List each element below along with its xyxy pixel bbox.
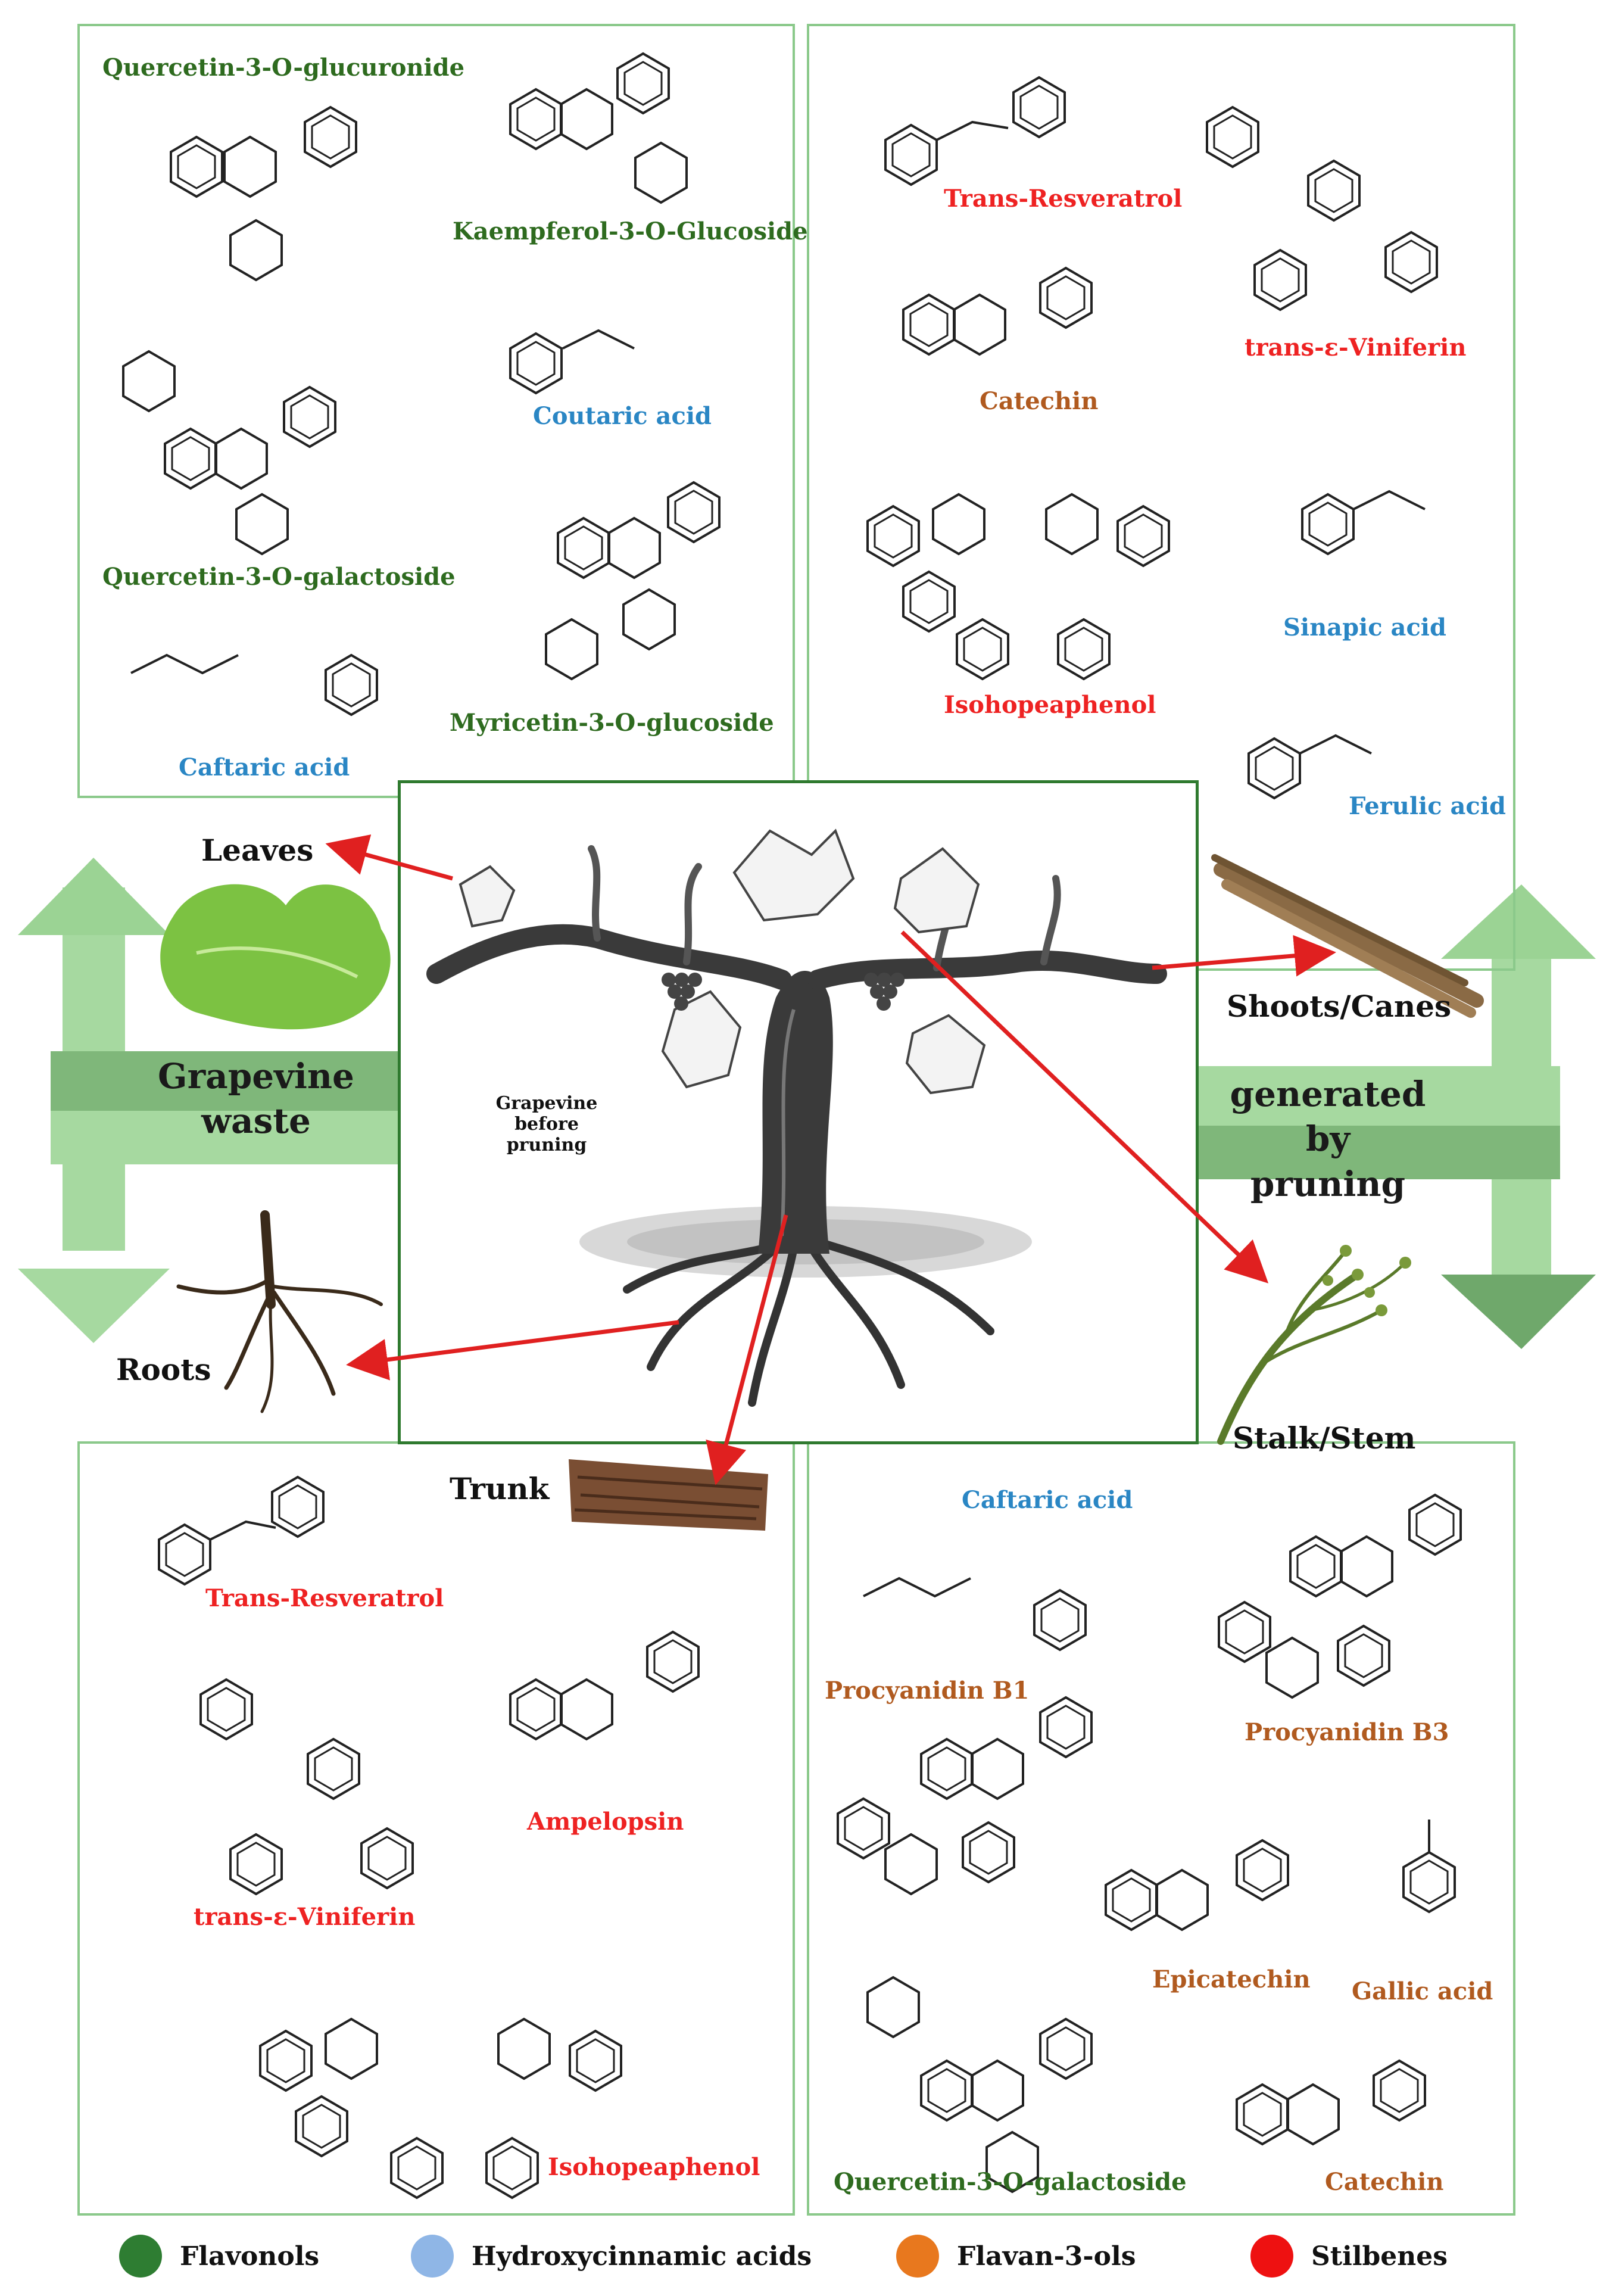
- left-arrow-line2: waste: [201, 1101, 311, 1142]
- mol-ferulic: [1247, 734, 1372, 799]
- legend-dot-stilbenes: [1250, 2235, 1293, 2278]
- label-roots: Roots: [116, 1352, 211, 1387]
- leaves-coutaric: Coutaric acid: [533, 402, 712, 430]
- label-trunk: Trunk: [450, 1471, 550, 1506]
- shoots-ferulic: Ferulic acid: [1349, 792, 1506, 820]
- trunk-resveratrol: Trans-Resveratrol: [205, 1584, 444, 1612]
- stalk-q3gal: Quercetin-3-O-galactoside: [834, 2168, 1187, 2196]
- grapevine-drawing: [426, 828, 1167, 1407]
- right-arrow-head-down: [1441, 1275, 1596, 1349]
- stalk-gallic: Gallic acid: [1352, 1977, 1493, 2005]
- leaves-q3gluc: Quercetin-3-O-glucuronide: [102, 54, 465, 82]
- mol-myricetin: [545, 481, 721, 680]
- mol-viniferin-shoots: [1206, 106, 1438, 311]
- mol-resveratrol-shoots: [884, 76, 1066, 186]
- mol-catechin-shoots: [902, 267, 1093, 356]
- legend-dot-hydroxycinnamic: [411, 2235, 454, 2278]
- trunk-viniferin: trans-ε-Viniferin: [194, 1903, 416, 1931]
- left-arrow-head-up: [18, 858, 170, 935]
- right-arrow-head-up: [1441, 884, 1596, 959]
- leaves-image: [160, 884, 391, 1030]
- right-band-top: [1197, 1066, 1560, 1126]
- shoots-isohopeaphenol: Isohopeaphenol: [944, 691, 1156, 719]
- grapevine-caption: Grapevine before pruning: [495, 1093, 598, 1155]
- stalk-procyanidinB1: Procyanidin B1: [825, 1677, 1030, 1705]
- pointer-shoots: [1152, 934, 1336, 977]
- mol-caftaric-stalk: [863, 1577, 1087, 1651]
- grapevine-image-frame: Grapevine before pruning: [398, 780, 1199, 1444]
- mol-gallic: [1402, 1820, 1456, 1913]
- left-arrow-head-down: [18, 1269, 170, 1343]
- leaves-caftaric: Caftaric acid: [179, 753, 350, 781]
- left-arrow-line1: Grapevine: [158, 1056, 354, 1096]
- shoots-sinapic: Sinapic acid: [1283, 613, 1446, 641]
- leaves-myricetin: Myricetin-3-O-glucoside: [450, 709, 774, 737]
- stalk-procyanidinB3: Procyanidin B3: [1245, 1718, 1449, 1746]
- mol-q3gal: [122, 350, 336, 555]
- shoots-viniferin: trans-ε-Viniferin: [1245, 334, 1467, 362]
- mol-resveratrol-trunk: [158, 1476, 325, 1585]
- pointer-leaves: [325, 834, 453, 881]
- roots-image: [176, 1210, 383, 1413]
- mol-ampelopsin: [509, 1631, 700, 1740]
- left-band-bottom: [51, 1111, 399, 1164]
- mol-q3gluc: [170, 106, 357, 281]
- mol-k3gluc: [509, 52, 688, 204]
- stalk-epicatechin: Epicatechin: [1152, 1965, 1311, 1993]
- shoots-resveratrol: Trans-Resveratrol: [944, 185, 1183, 213]
- legend-label-stilbenes: Stilbenes: [1311, 2241, 1448, 2272]
- legend-dot-flavonols: [119, 2235, 162, 2278]
- legend-flavonols: Flavonols: [119, 2235, 319, 2278]
- right-band-bottom: [1197, 1126, 1560, 1179]
- mol-procyanidinB3: [1218, 1494, 1462, 1699]
- stalk-caftaric: Caftaric acid: [962, 1486, 1133, 1514]
- pointer-stalk: [900, 930, 1269, 1283]
- mol-procyanidinB1: [837, 1696, 1093, 1895]
- mol-sinapic: [1301, 490, 1426, 555]
- mol-isohopeaphenol-shoots: [866, 493, 1170, 680]
- mol-epicatechin: [1105, 1839, 1289, 1931]
- pointer-trunk: [706, 1214, 788, 1485]
- right-arrow-line2: pruning: [1250, 1163, 1406, 1204]
- shoots-catechin: Catechin: [980, 387, 1099, 415]
- label-leaves: Leaves: [201, 833, 314, 868]
- mol-coutaric: [509, 329, 635, 394]
- left-band-top: [51, 1051, 399, 1111]
- legend-label-flavan3ols: Flavan-3-ols: [957, 2241, 1136, 2272]
- legend-flavan3ols: Flavan-3-ols: [896, 2235, 1136, 2278]
- leaves-q3gal: Quercetin-3-O-galactoside: [102, 563, 456, 591]
- mol-catechin-stalk: [1236, 2060, 1426, 2145]
- right-arrow-label: generated by pruning: [1209, 1072, 1447, 1207]
- legend-label-hydroxycinnamic: Hydroxycinnamic acids: [472, 2241, 812, 2272]
- mol-caftaric-leaves: [130, 653, 378, 716]
- left-arrow-label: Grapevine waste: [155, 1054, 357, 1144]
- stalk-buds: [1323, 1245, 1411, 1316]
- pointer-roots: [346, 1320, 679, 1381]
- legend-dot-flavan3ols: [896, 2235, 939, 2278]
- legend-label-flavonols: Flavonols: [180, 2241, 320, 2272]
- mol-q3gal-stalk: [866, 1976, 1093, 2193]
- trunk-isohopeaphenol: Isohopeaphenol: [548, 2153, 760, 2181]
- stalk-image: [1217, 1249, 1407, 1445]
- mol-viniferin-trunk: [199, 1678, 414, 1895]
- label-stalk: Stalk/Stem: [1233, 1420, 1416, 1456]
- legend-hydroxycinnamic: Hydroxycinnamic acids: [411, 2235, 812, 2278]
- shoots-image: [1211, 854, 1484, 1018]
- trunk-ampelopsin: Ampelopsin: [527, 1808, 684, 1836]
- legend-stilbenes: Stilbenes: [1250, 2235, 1448, 2278]
- stalk-catechin: Catechin: [1325, 2168, 1444, 2196]
- right-arrow-line1: generated by: [1230, 1074, 1426, 1160]
- leaves-k3gluc: Kaempferol-3-O-Glucoside: [453, 217, 808, 245]
- label-shoots: Shoots/Canes: [1227, 989, 1452, 1024]
